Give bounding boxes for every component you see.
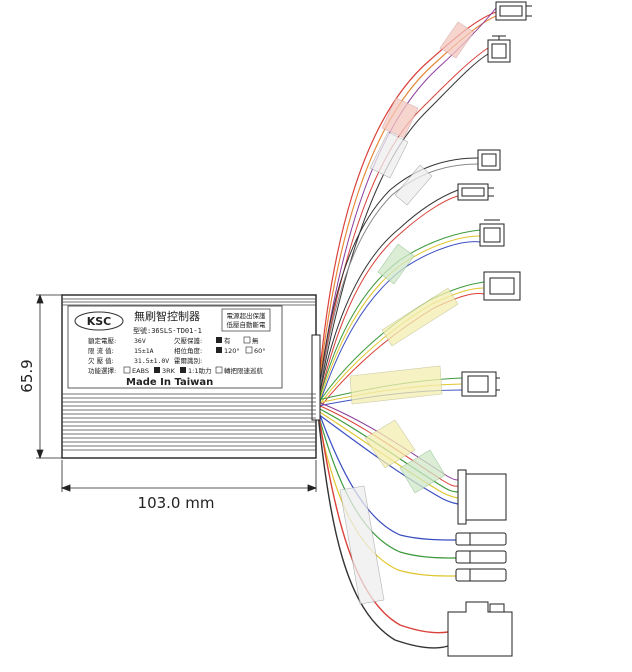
- spec-phase-angle-label: 相位角度:: [174, 346, 202, 355]
- connector-2: [487, 35, 511, 63]
- bullet-connector-1: [455, 532, 507, 546]
- brand-logo-text: KSC: [87, 315, 112, 328]
- wire-to-bullet-2: [317, 412, 457, 559]
- wire-to-bullet-3: [317, 415, 457, 577]
- boxed-note-line-1: 電源超出保護: [227, 311, 267, 320]
- sleeve: [349, 365, 443, 405]
- function-opt-assist: 1:1助力: [188, 366, 211, 375]
- boxed-note-line-2: 低壓自動斷電: [227, 320, 267, 329]
- spec-rated-voltage-label: 額定電壓:: [88, 336, 116, 345]
- bullet-connector-3: [455, 568, 507, 582]
- housing-cooling-fins: [62, 393, 316, 451]
- controller-model: 型號:36SLS-TD01-1: [133, 326, 202, 335]
- spec-undervolt-opt-b: 無: [252, 336, 259, 345]
- wire-to-connector-4a: [317, 189, 459, 403]
- checkbox-checked: [180, 367, 186, 373]
- checkbox-unchecked: [243, 336, 251, 344]
- wire-to-phase-c: [317, 413, 459, 505]
- spec-undervolt-value: 31.5±1.0V: [134, 357, 169, 365]
- housing-top-ribs: [62, 298, 316, 306]
- spec-rated-voltage-value: 36V: [134, 337, 146, 345]
- spec-current-limit-label: 限 流 值:: [88, 346, 114, 355]
- wire-to-connector-3a: [317, 157, 479, 399]
- connectors: [447, 1, 532, 657]
- function-opt-eabs: EABS: [132, 367, 149, 375]
- sleeve: [399, 449, 446, 494]
- bullet-connector-2: [455, 550, 507, 564]
- made-in-taiwan: Made In Taiwan: [126, 377, 213, 388]
- width-dimension: [60, 460, 318, 492]
- sleeve: [439, 21, 475, 59]
- function-opt-cruise: 轉把限速巡航: [224, 366, 264, 375]
- wire-to-connector-3b: [317, 163, 479, 402]
- sleeves: [339, 21, 475, 605]
- checkbox-unchecked: [215, 366, 223, 374]
- sleeve: [381, 97, 419, 139]
- wire-grommet: [311, 334, 321, 421]
- wire-to-connector-1b: [317, 15, 497, 396]
- sleeve: [377, 243, 415, 285]
- wire-to-bullet-1: [317, 409, 457, 541]
- checkbox-checked: [216, 337, 222, 343]
- spec-undervolt-opt-a: 有: [224, 336, 231, 345]
- sleeve: [364, 419, 416, 469]
- width-dimension-label: 103.0 mm: [138, 494, 215, 512]
- spec-phase-opt-a: 120°: [224, 347, 240, 355]
- wire-to-power-red: [317, 409, 449, 634]
- height-dimension-label: 65.9: [18, 359, 36, 392]
- checkbox-unchecked: [123, 366, 131, 374]
- spec-undervolt-value-label: 欠 壓 值:: [88, 356, 114, 365]
- sleeve: [369, 131, 409, 179]
- connector-7: [461, 371, 500, 397]
- spec-function-label: 功能選擇:: [88, 366, 116, 375]
- height-dimension: [36, 293, 62, 460]
- controller-body: KSC 無刷智控制器 型號:36SLS-TD01-1 電源超出保護 低壓自動斷電…: [61, 294, 321, 459]
- sleeve: [394, 164, 433, 206]
- wire-to-power-black: [317, 413, 449, 649]
- connector-5: [479, 219, 505, 247]
- checkbox-checked: [154, 367, 160, 373]
- spec-hall-detect-label: 霍爾識別:: [174, 356, 202, 365]
- connector-3: [477, 149, 501, 171]
- brand-logo: KSC: [74, 311, 124, 331]
- connector-4: [457, 183, 494, 201]
- spec-current-limit-value: 15±1A: [134, 347, 154, 355]
- power-connector: [447, 601, 513, 657]
- spec-phase-opt-b: 60°: [254, 347, 266, 355]
- checkbox-unchecked: [245, 346, 253, 354]
- function-opt-3rk: 3RK: [162, 367, 176, 375]
- sleeve: [339, 485, 385, 605]
- sleeve: [381, 287, 459, 347]
- connector-6: [483, 271, 521, 301]
- checkbox-checked: [216, 347, 222, 353]
- boxed-note: [221, 308, 271, 332]
- controller-title: 無刷智控制器: [134, 309, 200, 323]
- connector-1: [495, 1, 532, 21]
- phase-connector: [457, 469, 507, 525]
- spec-undervolt-protect-label: 欠壓保護:: [174, 336, 202, 345]
- wire-to-connector-4b: [317, 195, 459, 406]
